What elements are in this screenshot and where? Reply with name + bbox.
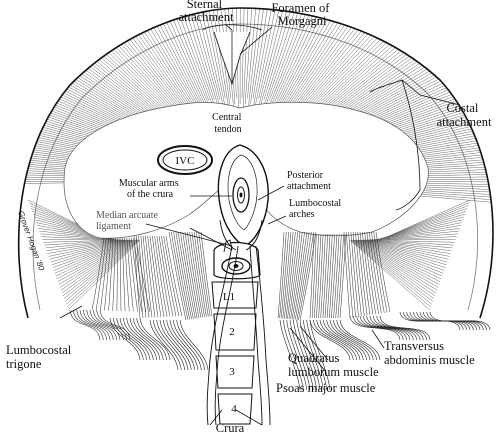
sternal-attachment bbox=[202, 24, 263, 86]
label-costal-attachment: Costal attachment bbox=[437, 101, 492, 129]
label-transversus-abdominis: Transversus abdominis muscle bbox=[384, 339, 475, 367]
label-lumbocostal-trigone: Lumbocostal trigone bbox=[6, 343, 74, 371]
label-muscular-arms: Muscular arms of the crura bbox=[119, 178, 181, 200]
label-vertebra-4: 4 bbox=[231, 403, 237, 415]
crura bbox=[206, 219, 271, 426]
leader-lines bbox=[59, 23, 461, 426]
esophageal-hiatus bbox=[217, 144, 269, 247]
label-central-tendon: Central tendon bbox=[212, 112, 244, 135]
label-quadratus-lumborum: Quadratus lumborum muscle bbox=[288, 351, 379, 379]
label-vertebra-l1: L1 bbox=[223, 291, 235, 303]
label-vertebra-2: 2 bbox=[229, 326, 235, 338]
label-posterior-attachment: Posterior attachment bbox=[287, 170, 331, 192]
vertebral-column bbox=[211, 239, 261, 425]
posterior-muscles bbox=[91, 231, 391, 321]
label-foramen-of-morgagni: Foramen of Morgagni bbox=[271, 1, 332, 28]
label-sternal-attachment: Sternal attachment bbox=[179, 0, 234, 24]
abdominal-wall-muscles bbox=[69, 309, 491, 391]
label-median-arcuate-ligament: Median arcuate ligament bbox=[96, 210, 160, 232]
label-lumbocostal-arches: Lumbocostal arches bbox=[289, 198, 344, 220]
dome-outline bbox=[17, 7, 494, 319]
label-crura: Crura bbox=[216, 421, 245, 435]
ivc-opening bbox=[157, 145, 213, 175]
label-vertebra-3: 3 bbox=[229, 366, 235, 378]
label-ivc: IVC bbox=[176, 155, 195, 167]
label-psoas-major: Psoas major muscle bbox=[276, 381, 376, 395]
labels: Sternal attachment Foramen of Morgagni C… bbox=[6, 0, 492, 435]
